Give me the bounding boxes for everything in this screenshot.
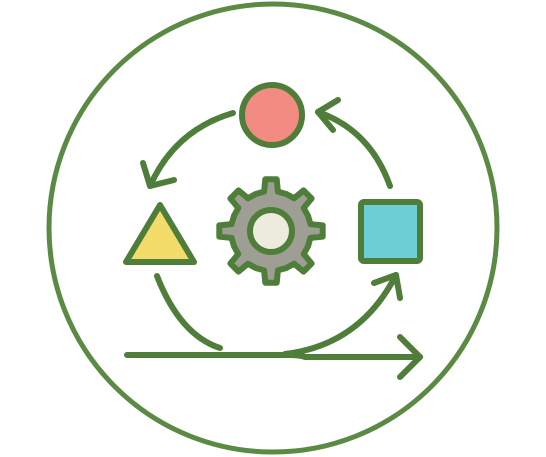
forward-arrowhead: [397, 334, 423, 380]
cycle-arc-top-left: [147, 110, 236, 189]
triangle-shape-icon: [123, 202, 197, 265]
cycle-arrows-icon: [140, 97, 403, 357]
cycle-arrowhead-bottom-right: [371, 272, 403, 301]
cycle-arrowhead-top-left: [140, 160, 177, 189]
cycle-arc-bottom-right: [282, 272, 399, 357]
forward-arrow-icon: [124, 334, 423, 380]
gear-center: [247, 207, 295, 255]
cycle-arc-bottom: [154, 273, 223, 351]
square-shape-icon: [358, 199, 423, 264]
cycle-arc-top-right: [315, 109, 393, 189]
circle-shape-icon: [239, 82, 305, 148]
forward-arrow-line: [124, 352, 423, 360]
cycle-arrowhead-top-right: [315, 97, 341, 133]
outer-ring: [46, 1, 500, 455]
gear-icon: [216, 176, 326, 286]
